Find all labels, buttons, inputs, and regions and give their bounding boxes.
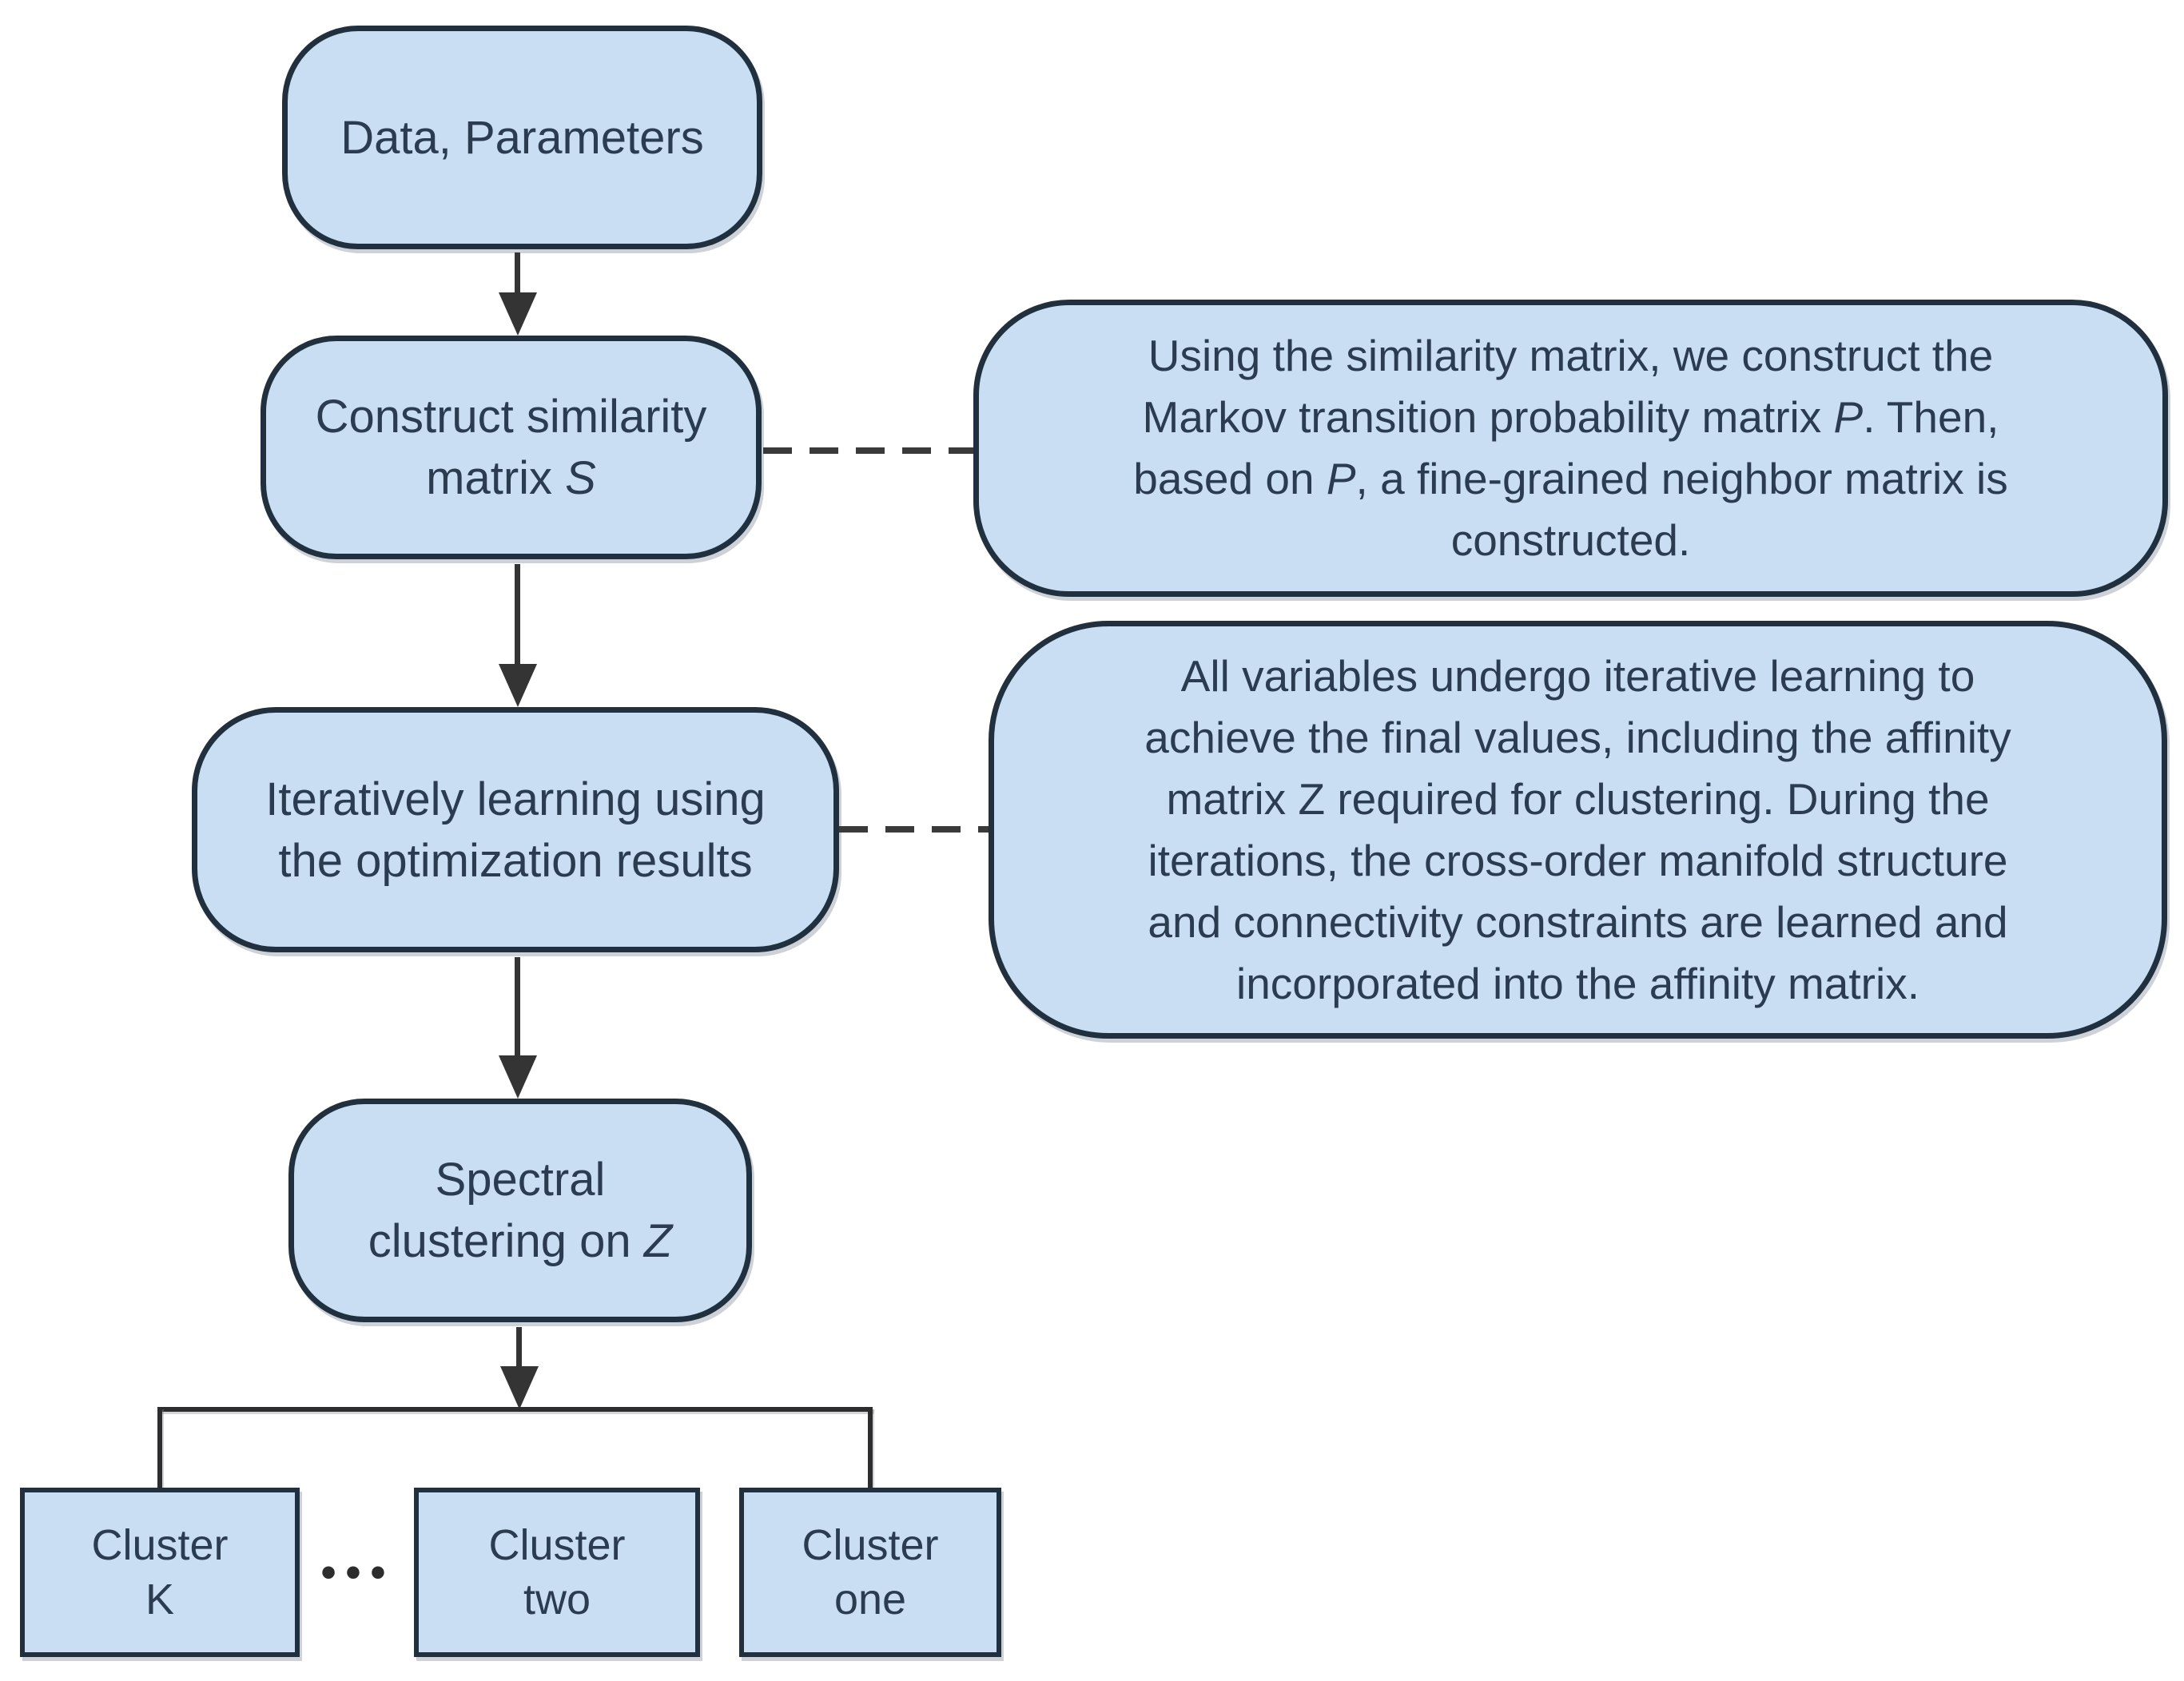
dashed-connector-similarity-to-callout bbox=[763, 447, 977, 454]
arrowhead-down-icon bbox=[499, 664, 537, 707]
node-data-parameters-label: Data, Parameters bbox=[340, 111, 704, 164]
node-data-parameters: Data, Parameters bbox=[282, 26, 762, 249]
node-cluster-two-line2: two bbox=[523, 1576, 591, 1623]
node-cluster-k: Cluster K bbox=[20, 1488, 300, 1657]
callout-markov-line1: Using the similarity matrix, we construc… bbox=[1148, 331, 1994, 380]
callout-learning-line4: iterations, the cross-order manifold str… bbox=[1148, 835, 2008, 885]
node-similarity-line2: matrix S bbox=[426, 447, 596, 509]
callout-markov-line3-tail: , a fine-grained neighbor matrix is bbox=[1355, 454, 2008, 503]
callout-markov-line2: Markov transition probability matrix P. … bbox=[1143, 387, 1999, 448]
arrowhead-down-icon bbox=[499, 1055, 537, 1099]
node-cluster-k-line2: K bbox=[145, 1576, 175, 1623]
callout-markov-line3: based on P, a fine-grained neighbor matr… bbox=[1133, 448, 2008, 510]
node-cluster-k-line1: Cluster bbox=[91, 1521, 229, 1569]
node-spectral-line2-text: clustering on bbox=[368, 1215, 644, 1267]
node-cluster-one: Cluster one bbox=[739, 1488, 1001, 1657]
callout-learning-line5: and connectivity constraints are learned… bbox=[1148, 896, 2008, 947]
node-cluster-one-line2: one bbox=[833, 1576, 907, 1623]
callout-markov-line3-text: based on bbox=[1133, 454, 1327, 503]
ellipsis-dots: ••• bbox=[320, 1548, 396, 1596]
arrowhead-down-icon bbox=[500, 1366, 539, 1409]
callout-iterative-learning-explanation: All variables undergo iterative learning… bbox=[989, 621, 2167, 1039]
callout-markov-line4: constructed. bbox=[1450, 515, 1691, 565]
branch-horizontal-line bbox=[157, 1407, 873, 1412]
node-cluster-two: Cluster two bbox=[414, 1488, 700, 1657]
variable-P: P bbox=[1833, 392, 1864, 442]
callout-learning-line1: All variables undergo iterative learning… bbox=[1180, 650, 1975, 701]
arrow-start-to-similarity-stem bbox=[515, 252, 520, 299]
node-spectral-clustering: Spectral clustering on Z bbox=[288, 1099, 752, 1322]
arrow-iterative-to-spectral-stem bbox=[515, 957, 520, 1058]
branch-right-drop-line bbox=[868, 1407, 873, 1488]
callout-markov-line2-tail: . Then, bbox=[1863, 392, 1999, 442]
node-similarity-line2-text: matrix bbox=[426, 452, 566, 504]
callout-markov-line2-text: Markov transition probability matrix bbox=[1142, 392, 1834, 442]
node-iterative-line1: Iteratively learning using bbox=[265, 773, 766, 825]
arrow-spectral-to-branch-stem bbox=[516, 1327, 522, 1369]
branch-left-drop-line bbox=[157, 1407, 162, 1488]
dashed-connector-iterative-to-callout bbox=[839, 826, 991, 833]
arrowhead-down-icon bbox=[499, 292, 537, 336]
node-cluster-one-line1: Cluster bbox=[802, 1521, 939, 1569]
node-spectral-line2: clustering on Z bbox=[368, 1210, 672, 1272]
callout-markov-explanation: Using the similarity matrix, we construc… bbox=[973, 300, 2168, 597]
node-iterative-line2: the optimization results bbox=[278, 834, 753, 887]
arrow-similarity-to-iterative-stem bbox=[515, 564, 520, 666]
callout-learning-line2: achieve the final values, including the … bbox=[1144, 712, 2011, 762]
node-iterative-learning: Iteratively learning using the optimizat… bbox=[192, 707, 839, 952]
variable-P: P bbox=[1326, 454, 1356, 503]
callout-learning-line6: incorporated into the affinity matrix. bbox=[1236, 958, 1919, 1008]
node-construct-similarity-matrix: Construct similarity matrix S bbox=[261, 336, 762, 559]
variable-S: S bbox=[565, 452, 596, 504]
variable-Z: Z bbox=[643, 1215, 673, 1267]
callout-learning-line3: matrix Z required for clustering. During… bbox=[1166, 773, 1990, 824]
node-spectral-line1: Spectral bbox=[435, 1154, 606, 1206]
node-similarity-line1: Construct similarity bbox=[315, 391, 707, 443]
node-cluster-two-line1: Cluster bbox=[488, 1521, 626, 1569]
